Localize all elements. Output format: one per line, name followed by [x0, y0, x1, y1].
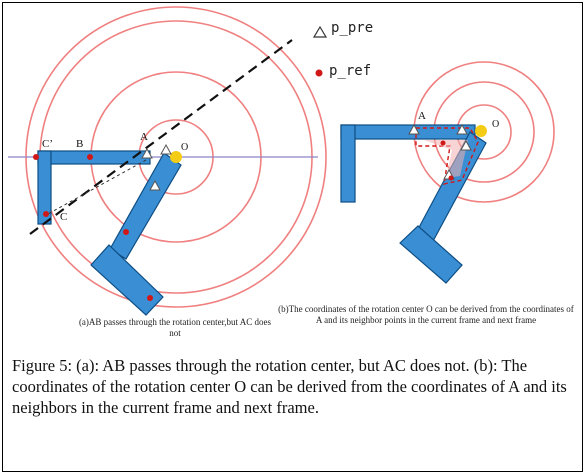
dashed-line-ab	[29, 39, 293, 235]
right-pre-point-1	[456, 123, 468, 135]
label-o-left: O	[181, 142, 188, 153]
right-next-frame-highlight	[424, 140, 468, 178]
right-frame-vertical	[340, 124, 356, 203]
right-frame-horizontal	[340, 124, 476, 140]
label-o-right: O	[492, 119, 499, 130]
line-ac	[47, 159, 147, 215]
label-c: C	[60, 211, 67, 223]
label-c-prime: C’	[42, 138, 53, 150]
legend-ref-marker	[315, 69, 323, 77]
left-rotation-center	[170, 151, 182, 163]
left-pre-point-2	[149, 179, 161, 191]
left-pre-point-1	[160, 143, 172, 155]
left-ref-point-arm-end	[147, 295, 153, 301]
right-next-frame-outline	[415, 127, 479, 185]
right-frame-arm-lower	[399, 225, 463, 284]
right-arm-upper	[109, 152, 182, 260]
subcaption-a: (a)AB passes through the rotation center…	[78, 317, 272, 338]
right-ref-point-2	[448, 175, 454, 181]
figure-caption: Figure 5: (a): AB passes through the rot…	[12, 356, 567, 417]
left-diagram	[8, 6, 327, 316]
left-ref-point-c-prime	[33, 154, 39, 160]
legend-pre-label: p_pre	[331, 20, 374, 36]
right-pre-point-a	[408, 123, 420, 135]
right-rotation-center	[475, 125, 487, 137]
left-ref-point-arm-mid	[123, 229, 129, 235]
subcaption-b: (b)The coordinates of the rotation cente…	[278, 304, 574, 325]
right-ref-point-1	[440, 140, 446, 146]
label-a-right: A	[418, 110, 426, 122]
left-ref-point-c	[43, 211, 49, 217]
right-arm-lower	[90, 244, 164, 316]
left-ref-point-b	[87, 154, 93, 160]
right-pre-point-2	[460, 139, 472, 151]
left-pre-point-a	[141, 147, 153, 159]
right-diagram	[340, 61, 555, 284]
label-a-left: A	[140, 131, 148, 143]
legend-ref-label: p_ref	[329, 63, 372, 79]
figure-frame	[2, 2, 583, 472]
label-b: B	[76, 138, 83, 150]
legend-pre-marker	[312, 25, 328, 38]
